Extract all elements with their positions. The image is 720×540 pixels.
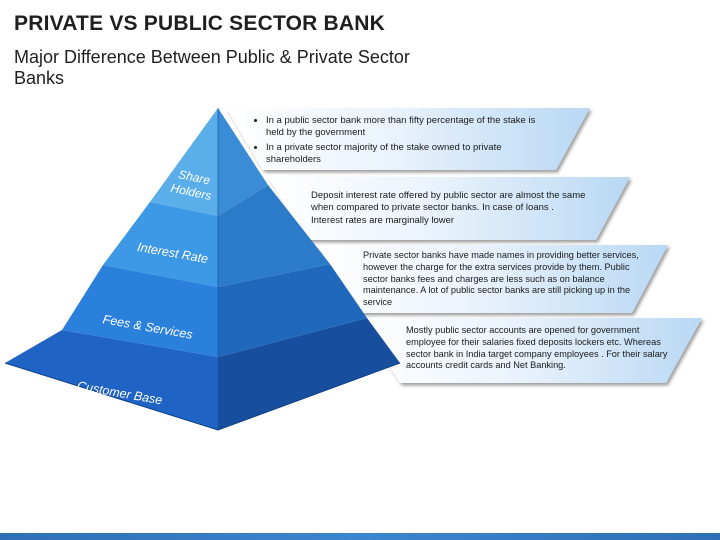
bottom-accent-bar — [0, 533, 720, 540]
pyramid-level-share-holders-right — [218, 108, 268, 216]
pyramid-level-fees-services-left — [62, 265, 218, 357]
page-title: PRIVATE VS PUBLIC SECTOR BANK — [14, 12, 386, 35]
desc-box-share-holders — [226, 108, 590, 170]
pyramid-level-share-holders-left — [150, 108, 218, 216]
desc-text-customer-base: Mostly public sector accounts are opened… — [406, 325, 668, 371]
desc-bullet: In a public sector bank more than fifty … — [266, 115, 552, 140]
page-subtitle: Major Difference Between Public & Privat… — [14, 47, 410, 88]
desc-box-interest-rate — [268, 177, 630, 240]
desc-text-interest-rate: Deposit interest rate offered by public … — [311, 190, 586, 226]
pyramid-level-customer-base-right — [218, 318, 400, 430]
desc-bullet: In a private sector majority of the stak… — [266, 142, 552, 167]
pyramid-level-interest-rate-right — [218, 185, 330, 287]
pyramid-level-interest-rate-left — [103, 202, 218, 287]
desc-box-fees-services — [318, 245, 668, 313]
desc-text-share-holders: In a public sector bank more than fifty … — [252, 115, 552, 169]
desc-box-customer-base — [360, 318, 702, 383]
pyramid-level-fees-services-right — [218, 264, 367, 357]
pyramid-level-customer-base-left — [5, 330, 218, 430]
desc-text-fees-services: Private sector banks have made names in … — [363, 250, 639, 308]
